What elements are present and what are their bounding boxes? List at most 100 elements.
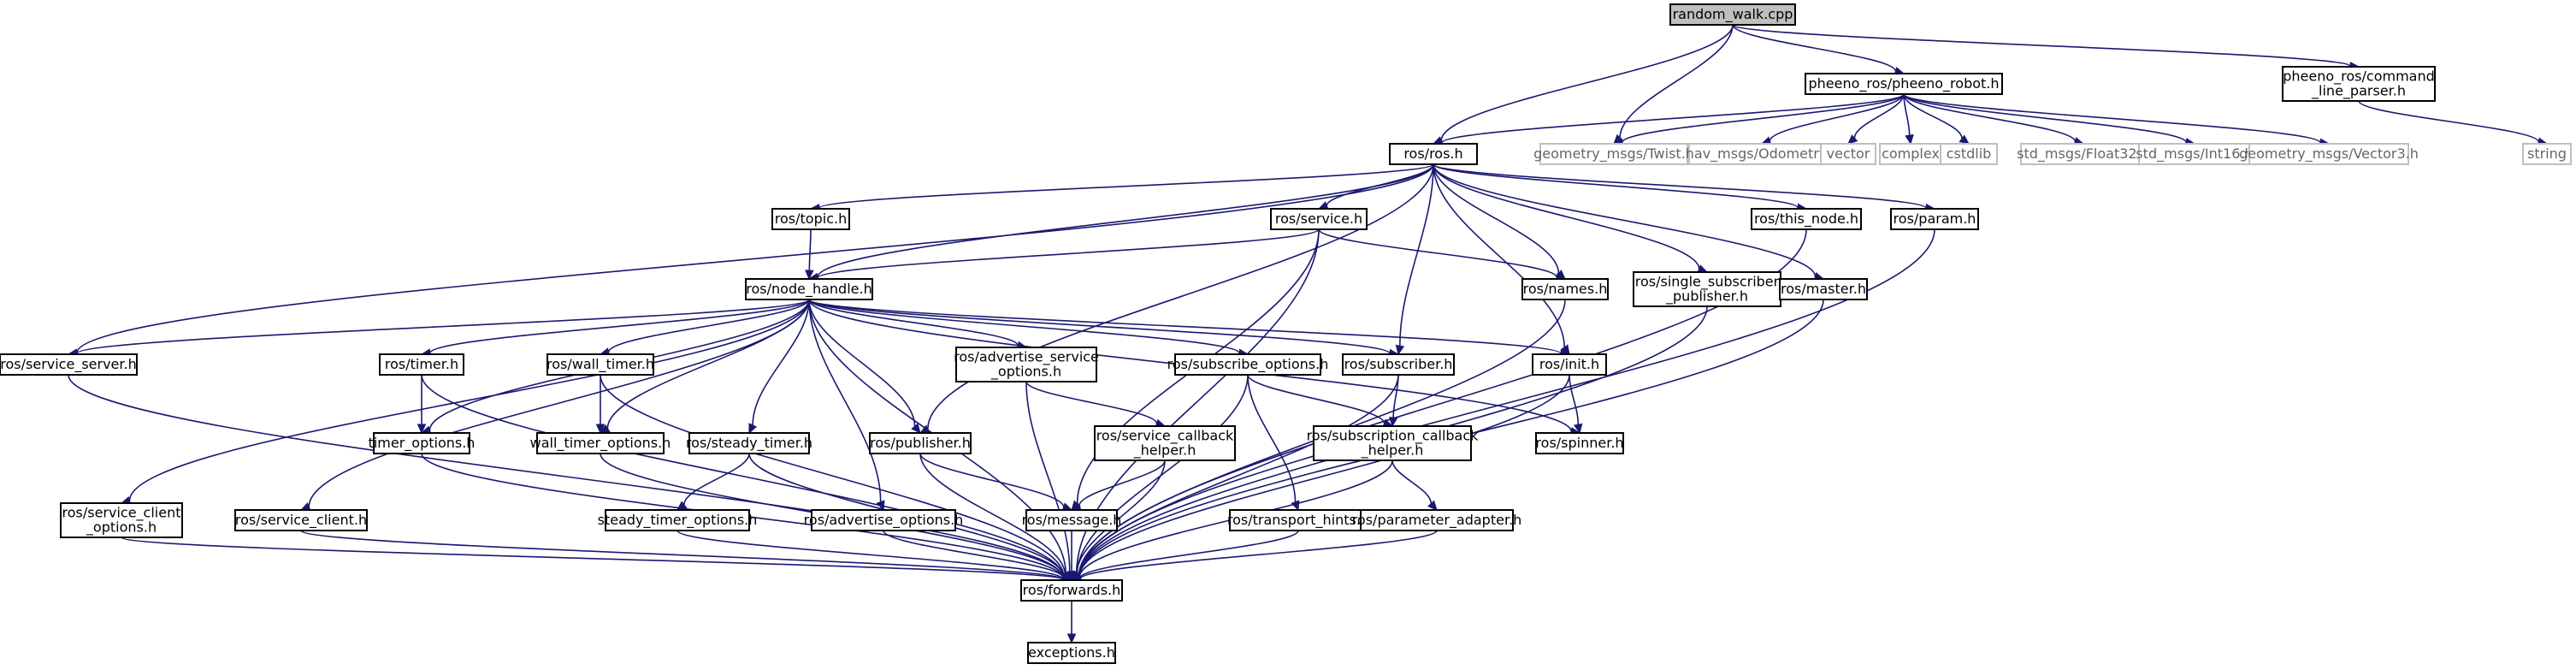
node-box xyxy=(2138,143,2251,165)
node-wall_timer_opts[interactable]: wall_timer_options.h xyxy=(530,432,671,454)
edge-node_handle-to-timer xyxy=(420,299,810,358)
node-label: ros/advertise_service xyxy=(954,349,1099,366)
node-box xyxy=(536,432,665,454)
node-random_walk[interactable]: random_walk.cpp xyxy=(1669,3,1796,26)
node-box xyxy=(1229,509,1368,531)
edge-random_walk-to-ros_h xyxy=(1432,24,1734,145)
node-ros_h[interactable]: ros/ros.h xyxy=(1389,143,1478,165)
node-advertise_opts[interactable]: ros/advertise_options.h xyxy=(804,509,964,531)
node-label: complex xyxy=(1882,145,1940,162)
edge-random_walk-to-cmd_parser xyxy=(1732,24,2360,71)
edge-service-to-names xyxy=(1318,228,1567,282)
node-box xyxy=(1669,3,1796,26)
node-label: _options.h xyxy=(990,364,1061,381)
node-box xyxy=(1751,208,1862,230)
node-box xyxy=(1779,278,1868,300)
node-spinner[interactable]: ros/spinner.h xyxy=(1535,432,1624,454)
edge-init-to-spinner xyxy=(1569,374,1583,435)
edge-publisher-to-message xyxy=(919,453,1073,512)
nodes-layer: random_walk.cpp pheeno_ros/pheeno_robot.h… xyxy=(0,3,2572,664)
node-this_node[interactable]: ros/this_node.h xyxy=(1751,208,1862,230)
edge-ros_h-to-service xyxy=(1317,163,1434,210)
node-label: cstdlib xyxy=(1947,145,1992,162)
node-box xyxy=(1270,208,1368,230)
node-names[interactable]: ros/names.h xyxy=(1521,278,1609,300)
node-box xyxy=(771,208,850,230)
node-label: steady_timer_options.h xyxy=(598,512,758,529)
node-service_server[interactable]: ros/service_server.h xyxy=(0,353,138,376)
node-box xyxy=(811,509,956,531)
node-service_cb_helper[interactable]: ros/service_callback_helper.h xyxy=(1094,425,1236,461)
node-param_adapter[interactable]: ros/parameter_adapter.h xyxy=(1352,509,1522,531)
node-cmd_parser[interactable]: pheeno_ros/command_line_parser.h xyxy=(2282,66,2436,102)
node-box xyxy=(1389,143,1478,165)
edge-adv_service_opts-to-service_cb_helper xyxy=(1025,381,1167,428)
node-node_handle[interactable]: ros/node_handle.h xyxy=(745,278,873,300)
node-complex: complex xyxy=(1879,143,1942,165)
edge-ros_h-to-subscriber xyxy=(1395,163,1434,356)
node-box xyxy=(1313,425,1472,461)
node-master[interactable]: ros/master.h xyxy=(1779,278,1868,300)
node-label: geometry_msgs/Vector3.h xyxy=(2239,145,2419,163)
node-label: ros/init.h xyxy=(1539,356,1599,372)
node-steady_timer[interactable]: ros/steady_timer.h xyxy=(686,432,812,454)
node-param[interactable]: ros/param.h xyxy=(1890,208,1979,230)
edge-forwards-to-exceptions xyxy=(1066,600,1077,644)
edge-timer-to-timer_opts xyxy=(417,374,427,435)
node-cstdlib: cstdlib xyxy=(1940,143,1998,165)
edge-node_handle-to-wall_timer xyxy=(599,299,810,357)
node-subscriber[interactable]: ros/subscriber.h xyxy=(1342,353,1455,376)
edge-node_handle-to-service_client xyxy=(299,299,810,511)
edge-service_cb_helper-to-message xyxy=(1070,460,1166,511)
node-pheeno_robot[interactable]: pheeno_ros/pheeno_robot.h xyxy=(1805,73,2003,95)
node-label: pheeno_ros/command xyxy=(2283,68,2435,86)
node-label: ros/spinner.h xyxy=(1535,435,1623,451)
node-transport_hints[interactable]: ros/transport_hints.h xyxy=(1227,509,1369,531)
node-steady_timer_opts[interactable]: steady_timer_options.h xyxy=(598,509,758,531)
node-label: ros/param.h xyxy=(1894,210,1976,227)
node-publisher[interactable]: ros/publisher.h xyxy=(869,432,972,454)
node-topic[interactable]: ros/topic.h xyxy=(771,208,850,230)
node-box xyxy=(2248,143,2409,165)
node-label: ros/service.h xyxy=(1275,210,1362,227)
node-box xyxy=(1539,143,1688,165)
node-message[interactable]: ros/message.h xyxy=(1022,509,1122,531)
node-subscribe_opts[interactable]: ros/subscribe_options.h xyxy=(1167,353,1329,376)
node-service[interactable]: ros/service.h xyxy=(1270,208,1368,230)
node-label: ros/ros.h xyxy=(1403,145,1462,162)
node-label: ros/service_client xyxy=(62,505,181,522)
node-label: timer_options.h xyxy=(369,435,476,452)
node-label: geometry_msgs/Twist.h xyxy=(1533,145,1694,163)
node-label: ros/service_callback xyxy=(1096,428,1234,445)
node-label: ros/advertise_options.h xyxy=(804,512,964,529)
edge-wall_timer-to-forwards xyxy=(600,374,1073,581)
node-service_client_opts[interactable]: ros/service_client_options.h xyxy=(60,502,183,538)
node-float32: std_msgs/Float32.h xyxy=(2017,143,2150,165)
node-label: random_walk.cpp xyxy=(1673,6,1793,23)
node-timer[interactable]: ros/timer.h xyxy=(379,353,464,376)
node-box xyxy=(2282,66,2436,102)
node-label: ros/subscription_callback xyxy=(1307,428,1480,445)
node-exceptions[interactable]: exceptions.h xyxy=(1027,642,1116,664)
node-label: std_msgs/Float32.h xyxy=(2017,145,2150,163)
node-single_sub_pub[interactable]: ros/single_subscriber_publisher.h xyxy=(1633,271,1781,307)
node-timer_opts[interactable]: timer_options.h xyxy=(369,432,476,454)
node-box xyxy=(1633,271,1781,307)
node-wall_timer[interactable]: ros/wall_timer.h xyxy=(547,353,654,376)
node-odometry: nav_msgs/Odometry.h xyxy=(1686,143,1838,165)
edge-ros_h-to-single_sub_pub xyxy=(1433,163,1709,274)
node-label: _line_parser.h xyxy=(2311,83,2406,100)
node-sub_cb_helper[interactable]: ros/subscription_callback_helper.h xyxy=(1307,425,1480,461)
node-adv_service_opts[interactable]: ros/advertise_service_options.h xyxy=(954,347,1099,382)
edge-random_walk-to-pheeno_robot xyxy=(1732,24,1905,76)
node-box xyxy=(0,353,138,376)
node-service_client[interactable]: ros/service_client.h xyxy=(234,509,368,531)
edge-node_handle-to-publisher xyxy=(808,299,921,434)
node-init[interactable]: ros/init.h xyxy=(1532,353,1607,376)
edge-timer-to-forwards xyxy=(421,374,1073,582)
edge-service-to-node_handle xyxy=(807,228,1320,283)
node-box xyxy=(1820,143,1876,165)
node-label: ros/service_client.h xyxy=(235,512,367,529)
node-forwards[interactable]: ros/forwards.h xyxy=(1020,579,1123,602)
node-box xyxy=(1805,73,2003,95)
